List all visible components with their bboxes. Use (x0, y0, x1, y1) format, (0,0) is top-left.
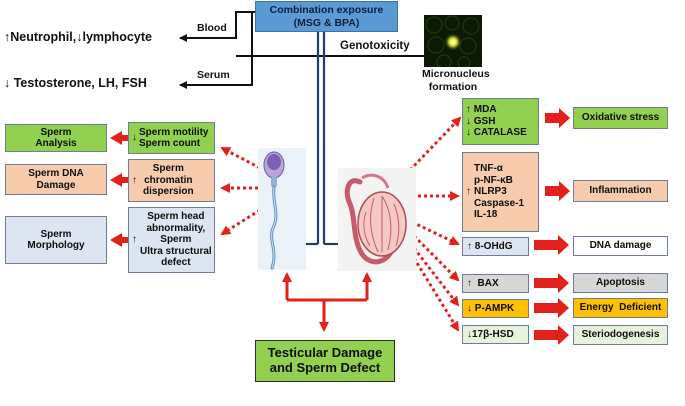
sperm-count-markers: ↓ Sperm motility Sperm count (128, 122, 215, 154)
steroidogenesis-box: Steriodogenesis (573, 325, 668, 345)
apoptosis-marker: ↑ BAX (462, 274, 529, 293)
result-box: Testicular Damage and Sperm Defect (255, 340, 395, 382)
sperm-arrows (220, 146, 261, 236)
genotoxicity-result: Micronucleus formation (422, 68, 490, 93)
inflammation-markers: ↑ TNF-α p-NF-κB NLRP3 Caspase-1 IL-18 (462, 152, 539, 232)
blood-effect: ↑Neutrophil,↓lymphocyte (4, 30, 152, 44)
sperm-dna-damage-box: Sperm DNA Damage (5, 164, 107, 195)
oxidative-stress-box: Oxidative stress (573, 107, 668, 129)
result-line-1: Testicular Damage (267, 345, 383, 361)
morphology-markers: ↑ Sperm head abnormality, Sperm Ultra st… (128, 207, 215, 273)
increase-arrow: ↑ (466, 186, 471, 198)
increase-arrow: ↑ (132, 234, 137, 246)
sperm-illustration (258, 148, 306, 270)
result-line-2: and Sperm Defect (269, 360, 381, 375)
exposure-agents: (MSG & BPA) (293, 16, 360, 29)
increase-arrow: ↑ (132, 174, 137, 186)
decrease-arrow: ↓ (132, 132, 137, 144)
inhibition-lines (304, 28, 338, 246)
genotoxicity-label: Genotoxicity (340, 40, 410, 52)
exposure-title: Combination exposure (269, 4, 384, 17)
apoptosis-box: Apoptosis (573, 273, 668, 293)
serum-effect: ↓ Testosterone, LH, FSH (4, 76, 147, 90)
sperm-morphology-box: Sperm Morphology (5, 216, 107, 264)
outcome-block-arrows (110, 108, 570, 345)
chromatin-dispersion-markers: ↑ Sperm chromatin dispersion (128, 159, 215, 202)
energy-deficient-box: Energy Deficient (573, 298, 668, 318)
result-connector (282, 272, 372, 332)
serum-label: Serum (197, 69, 230, 81)
steroidogenesis-marker: ↓17β-HSD (462, 325, 529, 344)
testis-arrows (408, 116, 462, 332)
dna-damage-box: DNA damage (573, 236, 668, 256)
micronucleus-image (424, 15, 482, 67)
energy-marker: ↓ P-AMPK (462, 299, 529, 318)
sperm-analysis-box: Sperm Analysis (5, 124, 107, 152)
testis-illustration (338, 168, 416, 271)
blood-label: Blood (197, 22, 227, 34)
exposure-box: Combination exposure (MSG & BPA) (255, 1, 398, 32)
oxidative-markers: ↑ MDA ↓ GSH ↓ CATALASE (462, 98, 539, 145)
dna-damage-marker: ↑ 8-OHdG (462, 237, 529, 256)
inflammation-box: Inflammation (573, 180, 668, 202)
